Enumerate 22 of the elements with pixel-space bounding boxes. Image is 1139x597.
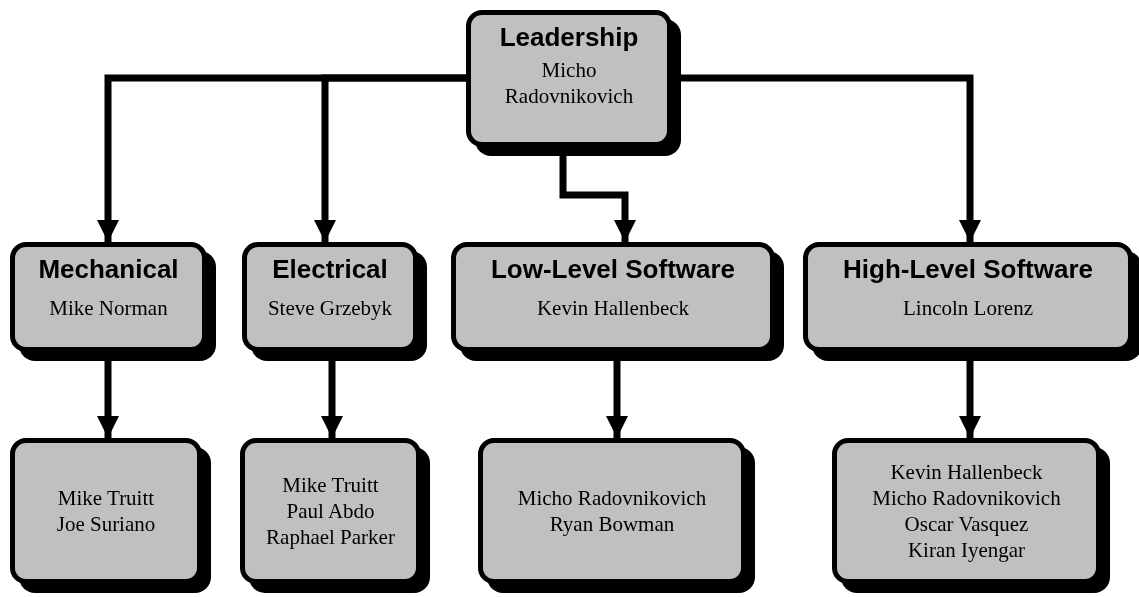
person-name: Joe Suriano [56,511,156,538]
team-name: Low-Level Software [490,255,736,285]
person-name: Kevin Hallenbeck [890,458,1043,485]
person-name: Kiran Iyengar [907,537,1026,564]
person-name: Oscar Vasquez [904,511,1029,538]
person-name: Micho Radovnikovich [872,484,1061,511]
team-name: Leadership [499,23,639,53]
person-name: Micho Radovnikovich [517,484,707,511]
team-name: Electrical [272,255,388,285]
person-name: Mike Truitt [57,484,155,511]
team-name: High-Level Software [843,255,1093,285]
person-name: Mike Norman [49,294,168,322]
person-name: Micho Radovnikovich [503,56,635,110]
person-name: Steve Grzebyk [267,294,393,322]
person-name: Kevin Hallenbeck [536,294,690,322]
person-name: Raphael Parker [266,524,395,551]
person-name: Mike Truitt [282,471,379,498]
team-name: Mechanical [38,255,179,285]
person-name: Lincoln Lorenz [903,294,1033,322]
person-name: Ryan Bowman [549,511,675,538]
person-name: Paul Abdo [286,497,375,525]
arrow [314,74,466,242]
